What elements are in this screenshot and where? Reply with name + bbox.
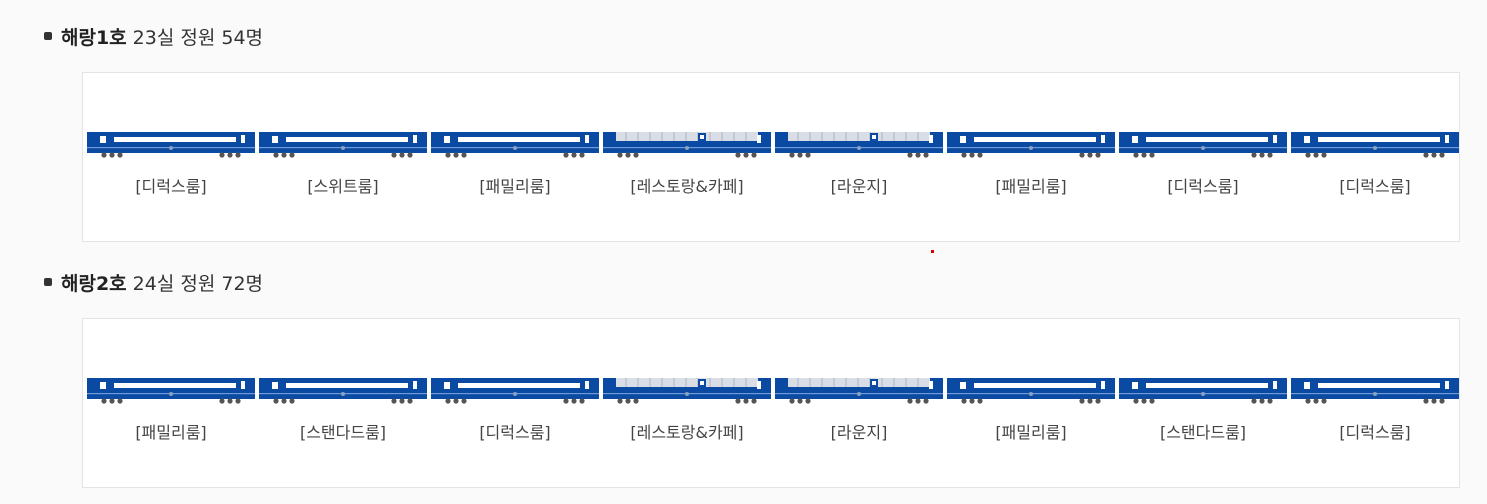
- train-car: [디럭스룸]: [85, 129, 257, 197]
- train-car: [스탠다드룸]: [257, 375, 429, 443]
- train-car-icon: [947, 132, 1115, 158]
- car-label: [스위트룸]: [307, 177, 379, 196]
- train-name: 해랑1호: [61, 26, 127, 49]
- marker-dot: [931, 250, 934, 253]
- train-car-icon: [947, 378, 1115, 404]
- train-car-icon: [1291, 378, 1459, 404]
- car-label: [디럭스룸]: [479, 423, 551, 442]
- train-car: [디럭스룸]: [1289, 129, 1461, 197]
- car-label: [레스토랑&카페]: [630, 177, 744, 196]
- car-label: [패밀리룸]: [135, 423, 207, 442]
- train-composition-box: [디럭스룸] [스위트룸] [패밀리룸] [레스토랑&카페] [라운지] [패밀…: [82, 72, 1460, 242]
- bullet-icon: [44, 32, 52, 40]
- train-car: [패밀리룸]: [429, 129, 601, 197]
- train-capacity: 24실 정원 72명: [132, 272, 264, 295]
- car-label: [레스토랑&카페]: [630, 423, 744, 442]
- cars-row: [패밀리룸] [스탠다드룸] [디럭스룸] [레스토랑&카페] [라운지] [패…: [85, 375, 1461, 443]
- train-car: [라운지]: [773, 129, 945, 197]
- train-car: [디럭스룸]: [429, 375, 601, 443]
- train-car: [레스토랑&카페]: [601, 375, 773, 443]
- car-label: [디럭스룸]: [1167, 177, 1239, 196]
- train-car-icon: [1119, 378, 1287, 404]
- train-car: [스탠다드룸]: [1117, 375, 1289, 443]
- train-car-icon: [87, 378, 255, 404]
- train-car-icon: [775, 132, 943, 158]
- car-label: [패밀리룸]: [479, 177, 551, 196]
- car-label: [패밀리룸]: [995, 177, 1067, 196]
- car-label: [패밀리룸]: [995, 423, 1067, 442]
- train-car: [패밀리룸]: [945, 129, 1117, 197]
- car-label: [스탠다드룸]: [1159, 423, 1247, 442]
- car-label: [라운지]: [830, 177, 888, 196]
- train-car: [레스토랑&카페]: [601, 129, 773, 197]
- train-car: [패밀리룸]: [945, 375, 1117, 443]
- train-car-icon: [775, 378, 943, 404]
- car-label: [디럭스룸]: [135, 177, 207, 196]
- bullet-icon: [44, 278, 52, 286]
- train-car-icon: [431, 378, 599, 404]
- train-car-icon: [603, 132, 771, 158]
- train-car: [패밀리룸]: [85, 375, 257, 443]
- car-label: [디럭스룸]: [1339, 423, 1411, 442]
- train-car-icon: [603, 378, 771, 404]
- train-car: [라운지]: [773, 375, 945, 443]
- train-name: 해랑2호: [61, 272, 127, 295]
- train-car-icon: [259, 378, 427, 404]
- cars-row: [디럭스룸] [스위트룸] [패밀리룸] [레스토랑&카페] [라운지] [패밀…: [85, 129, 1461, 197]
- train-car-icon: [1119, 132, 1287, 158]
- train-car-icon: [1291, 132, 1459, 158]
- train-car: [디럭스룸]: [1289, 375, 1461, 443]
- car-label: [스탠다드룸]: [299, 423, 387, 442]
- train-car: [스위트룸]: [257, 129, 429, 197]
- train-car: [디럭스룸]: [1117, 129, 1289, 197]
- train-composition-box: [패밀리룸] [스탠다드룸] [디럭스룸] [레스토랑&카페] [라운지] [패…: [82, 318, 1460, 488]
- train-capacity: 23실 정원 54명: [132, 26, 264, 49]
- car-label: [디럭스룸]: [1339, 177, 1411, 196]
- train-car-icon: [87, 132, 255, 158]
- section-heading: 해랑1호 23실 정원 54명: [44, 22, 263, 50]
- section-heading: 해랑2호 24실 정원 72명: [44, 268, 263, 296]
- train-car-icon: [431, 132, 599, 158]
- car-label: [라운지]: [830, 423, 888, 442]
- train-car-icon: [259, 132, 427, 158]
